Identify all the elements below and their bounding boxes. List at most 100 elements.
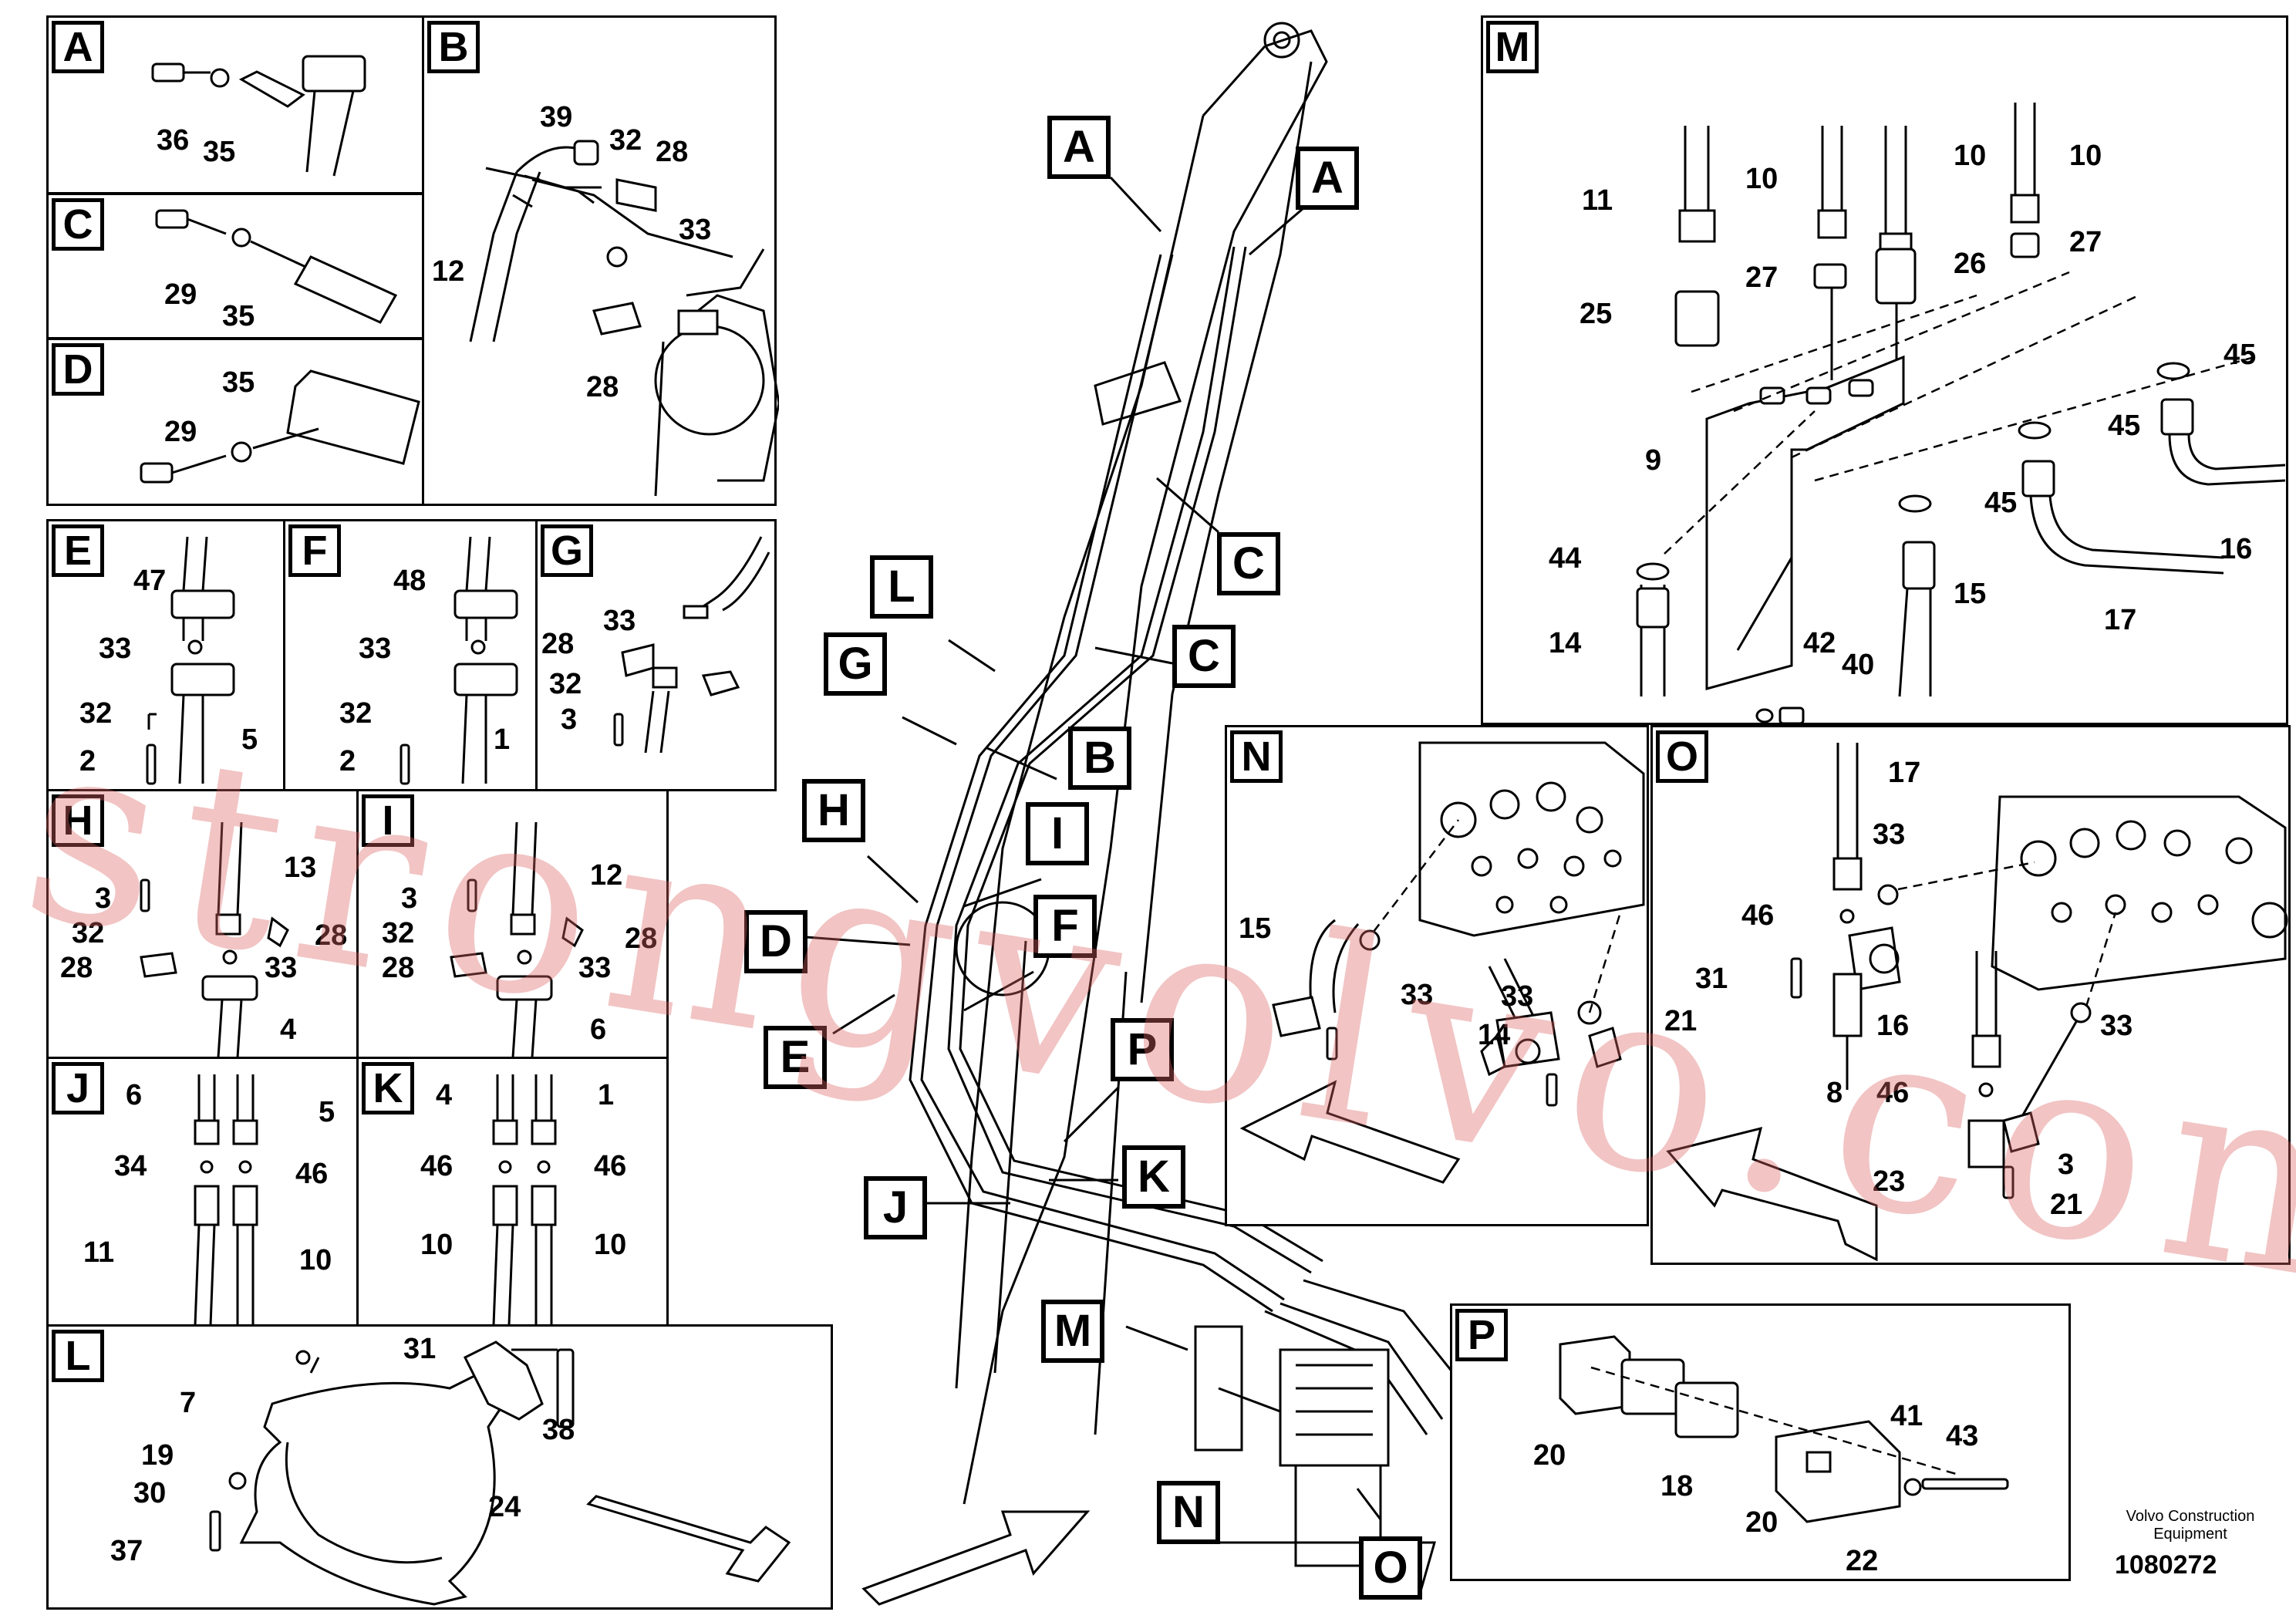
panel-f-label-33: 33 xyxy=(359,632,392,665)
panel-j-label-34: 34 xyxy=(114,1150,147,1182)
panel-m-drawing xyxy=(1636,103,2286,725)
panel-d-label-29: 29 xyxy=(164,416,197,448)
panel-o-label-31: 31 xyxy=(1695,963,1728,995)
manufacturer-label: Volvo Construction Equipment xyxy=(2126,1508,2255,1543)
panel-i-label-6: 6 xyxy=(590,1013,607,1046)
panel-k-label-4: 4 xyxy=(436,1079,453,1111)
panel-l-label-30: 30 xyxy=(133,1477,167,1509)
panel-m-label-44: 44 xyxy=(1549,542,1582,575)
panel-i-label-28-left: 28 xyxy=(382,952,415,984)
panel-n-label-33-left: 33 xyxy=(1401,979,1434,1011)
panel-o-label-21-top: 21 xyxy=(1664,1005,1698,1037)
panel-f-label-48: 48 xyxy=(393,565,426,597)
panel-p-label-20-left: 20 xyxy=(1533,1439,1566,1472)
panel-h-label-32: 32 xyxy=(72,917,105,949)
detail-panel-e: E 47 33 32 2 5 xyxy=(46,519,285,791)
panel-e-label-32: 32 xyxy=(79,697,113,730)
callout-a-upper-right[interactable]: A xyxy=(1296,147,1359,210)
panel-m-label-45-c: 45 xyxy=(1984,487,2018,519)
detail-panel-c: C 29 35 xyxy=(46,193,424,339)
panel-h-label-13: 13 xyxy=(284,851,317,884)
panel-m-label-9: 9 xyxy=(1645,444,1662,477)
panel-m-label-25: 25 xyxy=(1580,298,1613,330)
panel-m-label-16: 16 xyxy=(2220,533,2253,565)
callout-d[interactable]: D xyxy=(744,910,807,973)
panel-e-letter: E xyxy=(52,524,104,577)
panel-k-label-1: 1 xyxy=(598,1079,615,1111)
panel-m-label-42: 42 xyxy=(1803,627,1836,659)
panel-p-label-20-right: 20 xyxy=(1745,1506,1778,1539)
callout-c-lower[interactable]: C xyxy=(1172,625,1236,688)
panel-c-label-35: 35 xyxy=(222,300,255,332)
panel-j-label-6: 6 xyxy=(126,1079,143,1111)
callout-b[interactable]: B xyxy=(1068,727,1131,790)
panel-k-label-10-left: 10 xyxy=(420,1229,453,1261)
panel-o-label-46-bottom: 46 xyxy=(1876,1077,1910,1109)
callout-n[interactable]: N xyxy=(1157,1481,1220,1544)
panel-a-label-35: 35 xyxy=(203,136,236,168)
panel-f-label-32: 32 xyxy=(339,697,373,730)
panel-e-label-47: 47 xyxy=(133,565,167,597)
panel-c-drawing xyxy=(155,209,398,324)
callout-o[interactable]: O xyxy=(1359,1536,1422,1600)
direction-arrow-main xyxy=(861,1510,1091,1606)
panel-p-label-41: 41 xyxy=(1890,1400,1923,1432)
panel-m-label-27-a: 27 xyxy=(1745,261,1778,294)
panel-a-label-36: 36 xyxy=(157,124,190,157)
detail-panel-n: N 15 33 33 14 xyxy=(1225,725,1649,1226)
panel-b-label-32: 32 xyxy=(609,124,642,157)
panel-m-label-27-b: 27 xyxy=(2069,226,2102,258)
callout-g[interactable]: G xyxy=(824,632,887,696)
panel-k-drawing xyxy=(492,1074,557,1326)
panel-g-letter: G xyxy=(541,524,593,577)
panel-m-letter: M xyxy=(1486,21,1539,73)
panel-b-label-33: 33 xyxy=(679,214,712,246)
panel-p-label-22: 22 xyxy=(1846,1545,1879,1577)
panel-c-label-29: 29 xyxy=(164,278,197,311)
callout-f[interactable]: F xyxy=(1033,895,1097,958)
panel-o-label-8: 8 xyxy=(1826,1077,1843,1109)
panel-o-label-17: 17 xyxy=(1888,757,1921,789)
panel-p-label-18: 18 xyxy=(1660,1470,1694,1502)
panel-d-drawing xyxy=(140,369,420,484)
detail-panel-i: I 3 12 32 28 28 33 6 xyxy=(356,789,669,1059)
panel-o-label-16: 16 xyxy=(1876,1010,1910,1042)
callout-k[interactable]: K xyxy=(1122,1145,1185,1209)
panel-n-label-14: 14 xyxy=(1478,1019,1511,1051)
panel-p-letter: P xyxy=(1455,1309,1508,1361)
callout-j[interactable]: J xyxy=(864,1176,927,1239)
panel-d-letter: D xyxy=(52,343,104,396)
panel-i-letter: I xyxy=(362,794,414,847)
panel-g-label-28: 28 xyxy=(541,628,575,660)
panel-o-label-23: 23 xyxy=(1873,1165,1906,1198)
panel-o-drawing xyxy=(1666,743,2288,1262)
callout-h[interactable]: H xyxy=(802,779,865,842)
callout-c-upper[interactable]: C xyxy=(1217,532,1280,595)
panel-p-drawing xyxy=(1559,1335,2009,1523)
callout-m[interactable]: M xyxy=(1041,1300,1104,1363)
callout-p[interactable]: P xyxy=(1111,1018,1174,1081)
detail-panel-l: L 31 7 38 19 30 24 37 xyxy=(46,1324,833,1610)
panel-l-label-19: 19 xyxy=(141,1439,174,1472)
panel-n-letter: N xyxy=(1230,730,1283,783)
panel-i-label-12: 12 xyxy=(590,859,623,892)
callout-i[interactable]: I xyxy=(1026,802,1089,865)
panel-e-label-2: 2 xyxy=(79,745,96,777)
panel-i-label-28-right: 28 xyxy=(625,922,658,955)
callout-a-upper-left[interactable]: A xyxy=(1047,116,1111,179)
detail-panel-h: H 3 13 32 28 28 33 4 xyxy=(46,789,359,1059)
panel-h-letter: H xyxy=(52,794,104,847)
detail-panel-o: O 17 33 46 31 21 16 33 8 46 23 3 21 xyxy=(1650,725,2291,1265)
callout-l[interactable]: L xyxy=(870,555,933,619)
panel-m-label-15: 15 xyxy=(1954,578,1987,610)
panel-k-label-10-right: 10 xyxy=(594,1229,627,1261)
callout-e[interactable]: E xyxy=(764,1026,827,1089)
panel-j-drawing xyxy=(194,1074,258,1326)
panel-h-label-4: 4 xyxy=(280,1013,297,1046)
detail-panel-m: M 11 10 10 10 27 26 27 xyxy=(1481,15,2288,725)
panel-k-letter: K xyxy=(362,1062,414,1114)
panel-i-drawing xyxy=(450,821,584,1058)
panel-c-letter: C xyxy=(52,198,104,251)
panel-o-label-33-bottom: 33 xyxy=(2100,1010,2133,1042)
panel-h-drawing xyxy=(140,821,289,1058)
